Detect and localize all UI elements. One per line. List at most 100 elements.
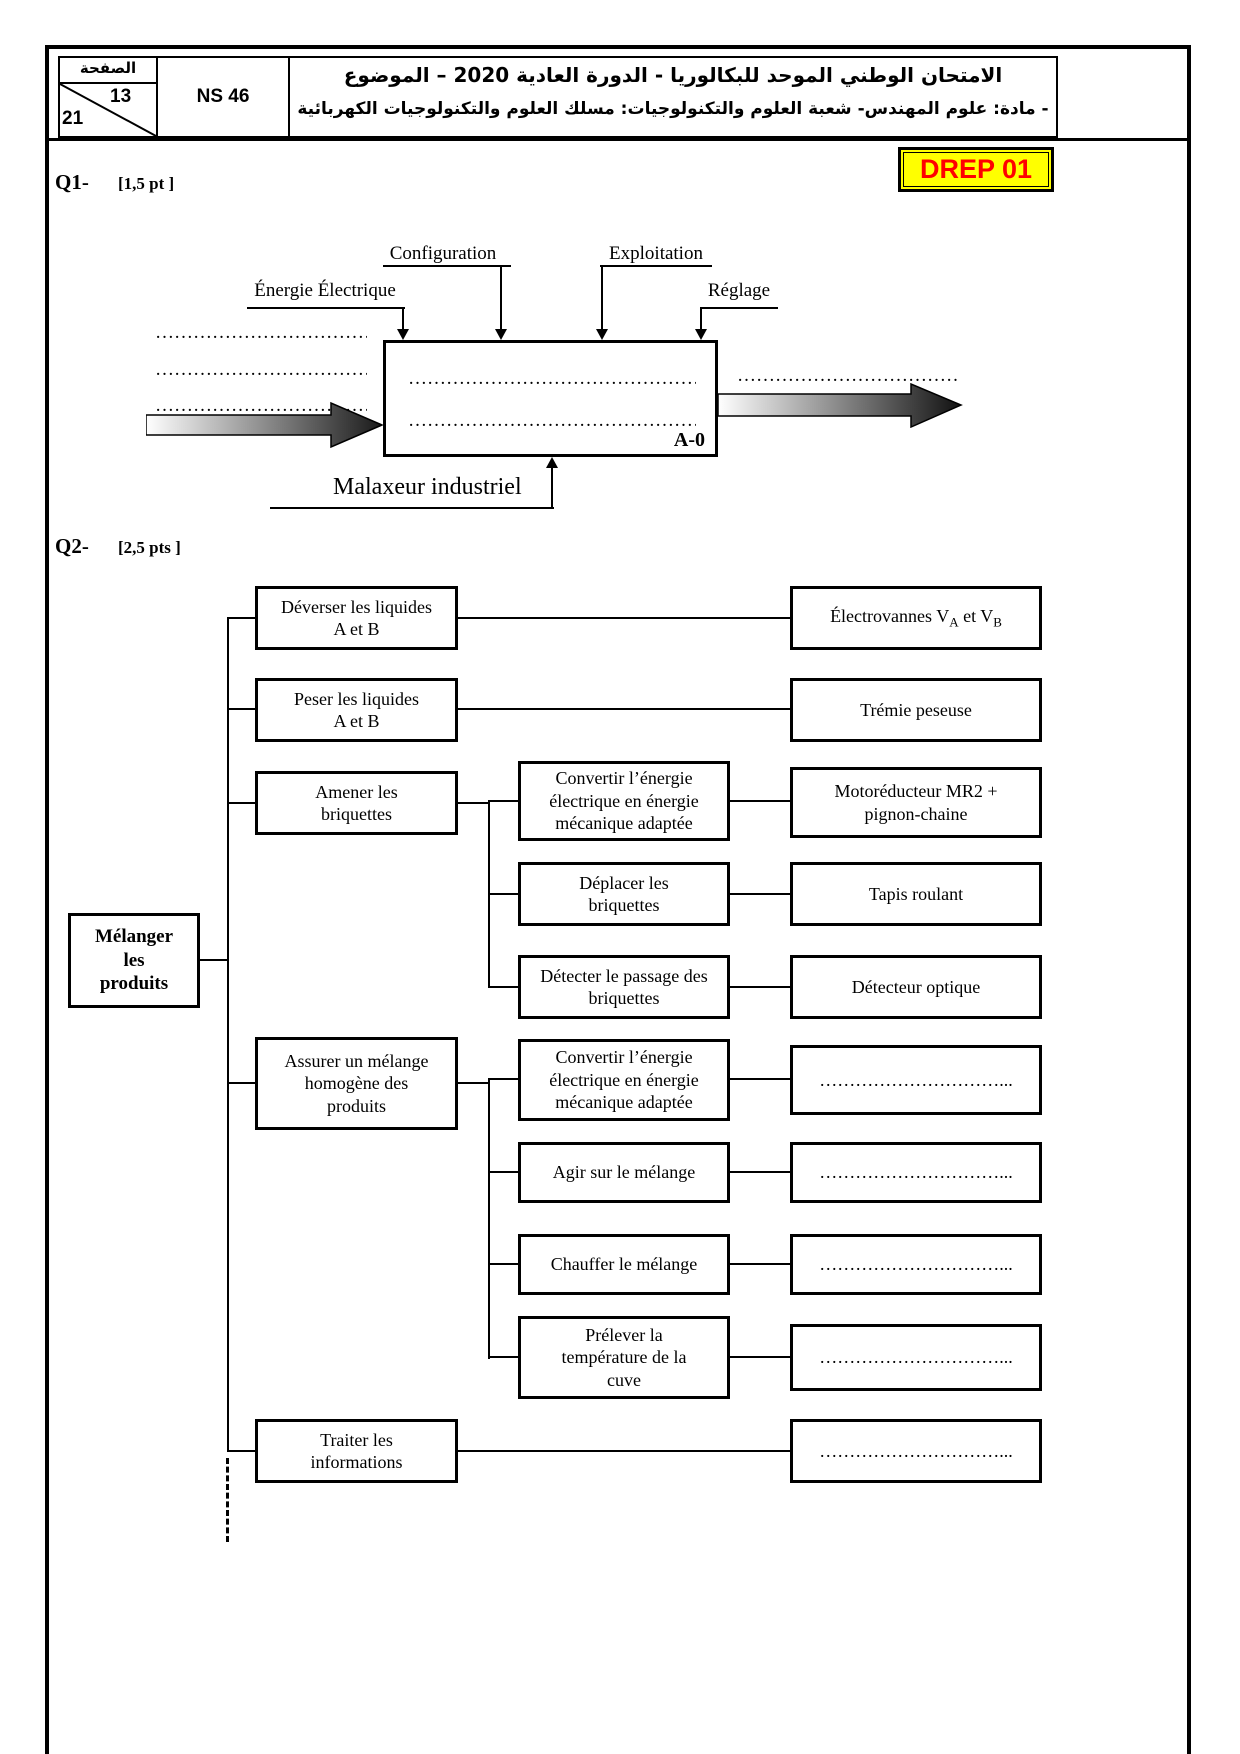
fast-box-peser: Peser les liquides A et B — [255, 678, 458, 742]
connector-configuration — [383, 265, 511, 267]
sol-box-placeholder-2: …………………………... — [790, 1142, 1042, 1203]
connector-stub-4 — [229, 1082, 255, 1084]
label-reglage: Réglage — [707, 280, 771, 301]
connector-subb-4 — [490, 1356, 518, 1358]
input-dots-1: ……………………………… — [155, 323, 367, 342]
drep-badge-label: DREP 01 — [919, 154, 1033, 184]
connector-sol-7 — [730, 1171, 790, 1173]
sol-box-tapis: Tapis roulant — [790, 862, 1042, 926]
ns-code: NS 46 — [196, 86, 250, 107]
fast-box-chauffer: Chauffer le mélange — [518, 1234, 730, 1295]
arrowhead-energie — [397, 329, 409, 340]
connector-assurer-out — [458, 1082, 490, 1084]
connector-sol-9 — [730, 1356, 790, 1358]
exam-title-line1: الامتحان الوطني الموحد للبكالوريا - الدو… — [343, 63, 1003, 87]
connector-subb-1 — [490, 1078, 518, 1080]
connector-sol-4 — [730, 893, 790, 895]
header-divider-2 — [288, 56, 290, 138]
connector-amener-out — [458, 802, 490, 804]
sol-electrovannes-text: Électrovannes VA et VB — [830, 606, 1002, 630]
input-flow-arrow — [146, 401, 384, 449]
connector-subb-2 — [490, 1171, 518, 1173]
connector-suba-1 — [490, 800, 518, 802]
sol-box-detecteur: Détecteur optique — [790, 955, 1042, 1019]
fast-box-detecter: Détecter le passage des briquettes — [518, 955, 730, 1019]
label-energie-electrique: Énergie Électrique — [254, 280, 396, 301]
connector-stub-5 — [229, 1450, 255, 1452]
sol-box-placeholder-4: …………………………... — [790, 1324, 1042, 1391]
caption-connector-v — [551, 468, 553, 509]
connector-reglage-v — [700, 307, 702, 329]
input-dots-3: ……………………………… — [155, 396, 367, 415]
connector-sol-5 — [730, 986, 790, 988]
fast-box-convertir-1: Convertir l’énergie électrique en énergi… — [518, 761, 730, 841]
arrowhead-configuration — [495, 329, 507, 340]
connector-subb-3 — [490, 1263, 518, 1265]
q1-points: [1,5 pt ] — [118, 174, 175, 193]
a0-box: ……………………………………………… ……………………………………………… A-… — [383, 340, 718, 457]
arrowhead-caption — [546, 457, 558, 468]
sol-box-electrovannes: Électrovannes VA et VB — [790, 586, 1042, 650]
connector-root-stub — [200, 959, 228, 961]
fast-box-deverser: Déverser les liquides A et B — [255, 586, 458, 650]
sol-box-placeholder-5: …………………………... — [790, 1419, 1042, 1483]
fast-root-box: Mélanger les produits — [68, 913, 200, 1008]
page-total: 21 — [62, 108, 84, 129]
connector-trunk-dashed-tail — [226, 1458, 229, 1542]
fast-box-amener: Amener les briquettes — [255, 771, 458, 835]
connector-subtrunk-a — [488, 800, 490, 988]
fast-box-assurer: Assurer un mélange homogène des produits — [255, 1037, 458, 1130]
sol-box-placeholder-1: …………………………... — [790, 1045, 1042, 1115]
sol-box-motoreducteur: Motoréducteur MR2 + pignon-chaine — [790, 767, 1042, 838]
caption-malaxeur: Malaxeur industriel — [333, 474, 522, 500]
connector-configuration-v — [500, 265, 502, 329]
label-exploitation: Exploitation — [609, 243, 703, 264]
drep-badge: DREP 01 — [898, 147, 1054, 192]
exam-title-line2: - مادة: علوم المهندس- شعبة العلوم والتكن… — [297, 99, 1049, 119]
connector-exploitation — [600, 265, 712, 267]
q2-label: Q2- — [55, 534, 89, 558]
connector-stub-3 — [229, 802, 255, 804]
connector-trunk — [227, 617, 229, 1452]
fast-box-deplacer: Déplacer les briquettes — [518, 862, 730, 926]
input-dots-2: ……………………………… — [155, 360, 367, 379]
arrowhead-reglage — [695, 329, 707, 340]
sol-box-placeholder-3: …………………………... — [790, 1234, 1042, 1295]
label-configuration: Configuration — [389, 243, 497, 264]
q2-points: [2,5 pts ] — [118, 538, 181, 557]
page-border — [45, 45, 1191, 1754]
connector-stub-1 — [229, 617, 255, 619]
arrowhead-exploitation — [596, 329, 608, 340]
connector-energie-v — [402, 307, 404, 329]
connector-exploitation-v — [601, 265, 603, 329]
page-cell-diagonal — [60, 84, 156, 136]
connector-suba-2 — [490, 893, 518, 895]
drep-badge-inner-border — [903, 152, 1049, 187]
connector-sol-2 — [458, 708, 790, 710]
page-number: 13 — [110, 86, 132, 107]
connector-suba-3 — [490, 986, 518, 988]
connector-sol-1 — [458, 617, 790, 619]
connector-sol-6 — [730, 1078, 790, 1080]
a0-box-id: A-0 — [673, 429, 705, 451]
fast-box-prelever: Prélever la température de la cuve — [518, 1316, 730, 1399]
output-dots: ……………………………… — [737, 366, 959, 385]
a0-box-dots-2: ……………………………………………… — [408, 411, 696, 430]
header-table — [58, 56, 1058, 138]
q1-label: Q1- — [55, 170, 89, 194]
page-cell-line — [58, 82, 158, 84]
connector-sol-8 — [730, 1263, 790, 1265]
connector-sol-3 — [730, 800, 790, 802]
connector-subtrunk-b — [488, 1078, 490, 1359]
a0-box-dots-1: ……………………………………………… — [408, 369, 696, 388]
connector-sol-10 — [458, 1450, 790, 1452]
output-flow-arrow — [718, 383, 963, 428]
fast-box-convertir-2: Convertir l’énergie électrique en énergi… — [518, 1039, 730, 1121]
fast-box-agir: Agir sur le mélange — [518, 1142, 730, 1203]
page-cell-label: الصفحة — [79, 59, 137, 77]
sol-box-tremie: Trémie peseuse — [790, 678, 1042, 742]
connector-stub-2 — [229, 708, 255, 710]
header-separator — [45, 138, 1191, 141]
connector-energie — [247, 307, 405, 309]
